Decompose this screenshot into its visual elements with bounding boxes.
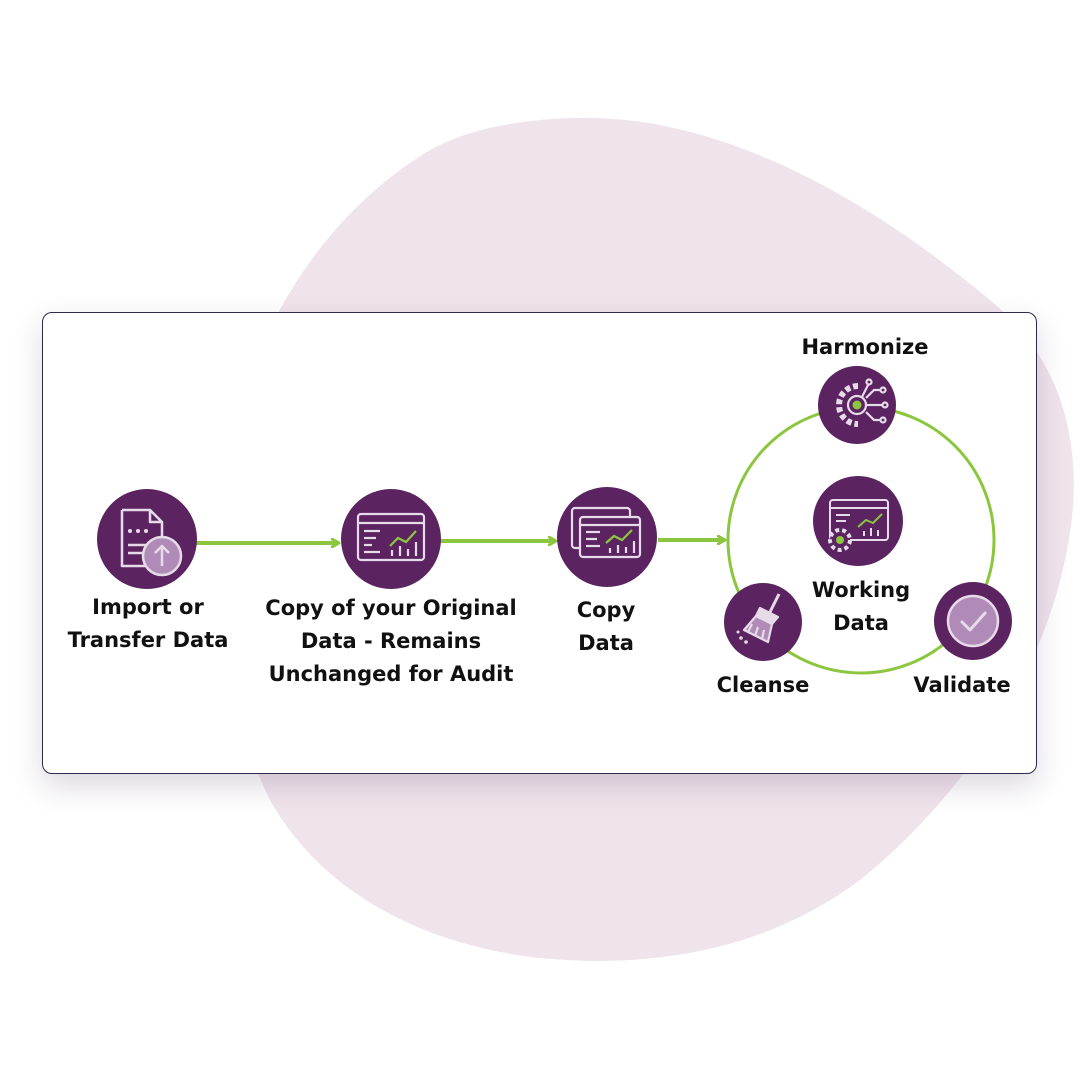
dashboard-icon [356, 512, 426, 562]
step-original-label-line3: Unchanged for Audit [268, 662, 514, 686]
step-import-label: Import or Transfer Data [48, 591, 248, 657]
cycle-center-label: Working Data [791, 574, 931, 640]
check-circle-icon [946, 594, 1000, 648]
cleanse-label: Cleanse [716, 673, 810, 697]
step-copy-label-line1: Copy [576, 598, 636, 622]
step-import-label-line1: Import or [92, 595, 204, 619]
step-original-node [341, 489, 441, 589]
step-copy-label: Copy Data [546, 594, 666, 660]
step-original-label-line2: Data - Remains [300, 629, 482, 653]
step-copy-node [557, 487, 657, 587]
harmonize-label: Harmonize [801, 335, 929, 359]
broom-icon [736, 593, 781, 644]
dashboard-gear-icon [828, 499, 889, 552]
harmonize-node [818, 366, 896, 444]
cycle-center-label-line2: Data [833, 611, 889, 635]
cleanse-node [724, 583, 802, 661]
validate-node [934, 582, 1012, 660]
step-import-label-line2: Transfer Data [67, 628, 229, 652]
step-import-node [97, 489, 197, 589]
file-upload-icon [120, 508, 183, 577]
gear-circuit-icon [836, 378, 889, 427]
validate-label: Validate [913, 673, 1011, 697]
cycle-center-node [813, 476, 903, 566]
cycle-center-label-line1: Working [811, 578, 911, 602]
step-original-label-line1: Copy of your Original [265, 596, 517, 620]
step-copy-label-line2: Data [578, 631, 634, 655]
dashboard-copies-icon [570, 506, 642, 559]
step-original-label: Copy of your Original Data - Remains Unc… [241, 592, 541, 691]
